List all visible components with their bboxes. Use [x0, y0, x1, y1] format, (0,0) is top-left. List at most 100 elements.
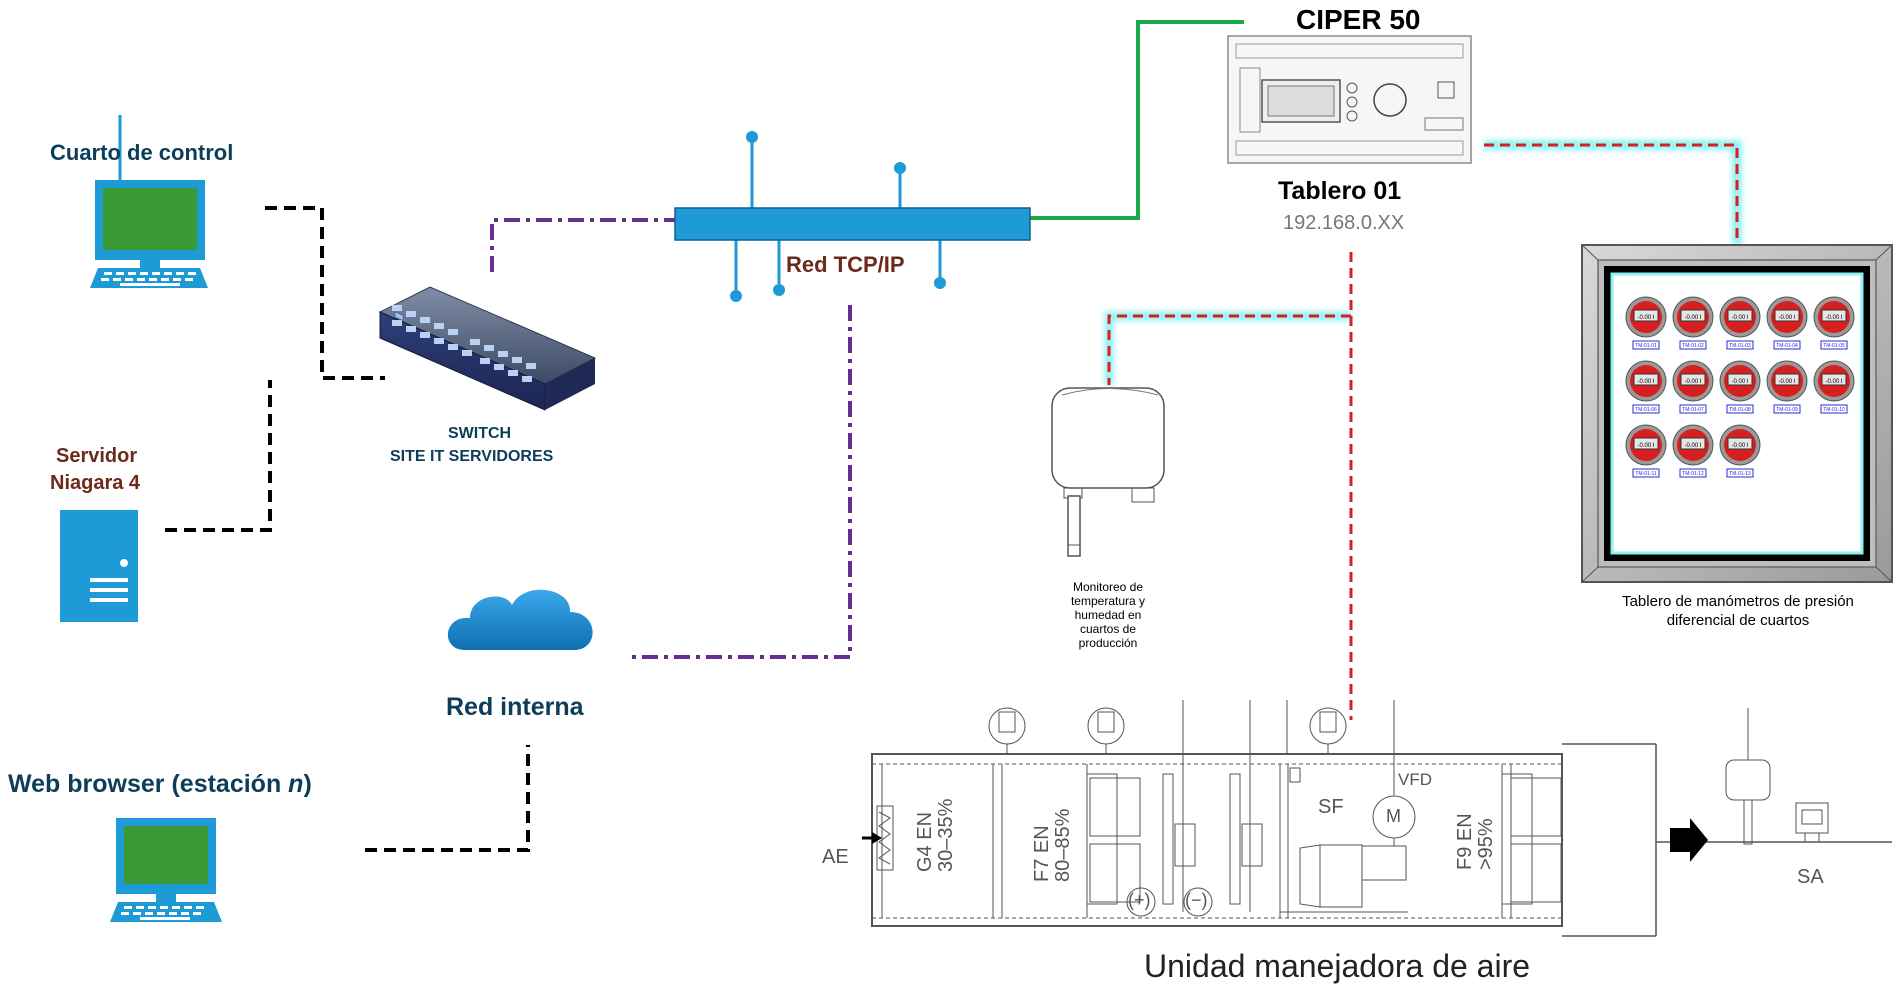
filter-f7-line2: 80–85%	[1052, 808, 1074, 882]
pressure-gauge: -0.00 I TM-01-07	[1672, 360, 1714, 414]
connection-lines	[165, 20, 1742, 852]
ahu-vfd-label: VFD	[1398, 770, 1432, 789]
gauge-value: -0.00 I	[1778, 379, 1795, 385]
gauge-tag: TM-01-10	[1823, 407, 1845, 413]
airflow-arrows	[862, 818, 1708, 862]
pressure-gauge: -0.00 I TM-01-11	[1625, 424, 1667, 478]
tcp-ip-bus	[674, 131, 1031, 302]
filter-g4-line1: G4 EN	[914, 811, 936, 872]
sensor-caption-line: Monitoreo de	[1072, 580, 1144, 594]
pressure-gauge: -0.00 I TM-01-12	[1672, 424, 1714, 478]
gauge-value: -0.00 I	[1731, 379, 1748, 385]
web-browser-label-prefix: Web browser (estación	[8, 770, 289, 798]
gauge-tag: TM-01-07	[1682, 407, 1704, 413]
gauge-value: -0.00 I	[1637, 315, 1654, 321]
sensor-caption-line: temperatura y	[1070, 594, 1146, 608]
ahu-inlet-label: AE	[822, 846, 849, 868]
sensor-caption: Monitoreo de temperatura y humedad en cu…	[1050, 580, 1166, 650]
link-browser-internal-network	[365, 745, 530, 852]
server-label-line2: Niagara 4	[50, 472, 141, 494]
control-room-computer	[90, 115, 208, 288]
pressure-gauge: -0.00 I TM-01-02	[1672, 296, 1714, 350]
pressure-gauge: -0.00 I TM-01-09	[1766, 360, 1808, 414]
control-room-label: Cuarto de control	[50, 140, 234, 165]
gauge-value: -0.00 I	[1731, 315, 1748, 321]
duct-sensor-1	[988, 707, 1026, 754]
air-handling-unit	[871, 700, 1892, 937]
web-browser-label-n: n	[288, 770, 304, 798]
pressure-gauge: -0.00 I TM-01-01	[1625, 296, 1667, 350]
filter-f7-line1: F7 EN	[1031, 825, 1053, 882]
web-browser-label-suffix: )	[303, 770, 312, 798]
link-tcp-bus-controller	[1030, 20, 1244, 220]
gauge-tag: TM-01-09	[1776, 407, 1798, 413]
ahu-title: Unidad manejadora de aire	[1144, 948, 1531, 984]
filter-g4-label: G4 EN 30–35%	[914, 798, 957, 872]
link-control-room-switch	[265, 206, 385, 380]
pressure-gauge: -0.00 I TM-01-10	[1813, 360, 1855, 414]
gauge-value: -0.00 I	[1637, 379, 1654, 385]
panel-ip-label: 192.168.0.XX	[1283, 212, 1405, 234]
pressure-gauge: -0.00 I TM-01-05	[1813, 296, 1855, 350]
gauge-value: -0.00 I	[1684, 443, 1701, 449]
gauge-panel: -0.00 I TM-01-01 -0.00 I TM-01-02 -0.00 I TM-…	[1581, 244, 1893, 583]
gauge-tag: TM-01-11	[1635, 471, 1657, 477]
switch-label-line1: SWITCH	[448, 425, 512, 442]
sensor-caption-line: producción	[1078, 636, 1138, 650]
gauge-tag: TM-01-06	[1635, 407, 1657, 413]
pressure-gauge: -0.00 I TM-01-06	[1625, 360, 1667, 414]
internal-network-label: Red interna	[446, 693, 584, 721]
switch-label-line2: SITE IT SERVIDORES	[390, 448, 554, 465]
sensor-caption-line: humedad en	[1074, 608, 1142, 622]
gauge-value: -0.00 I	[1684, 379, 1701, 385]
duct-sensor-3	[1309, 707, 1347, 754]
gauge-panel-caption-line1: Tablero de manómetros de presión	[1622, 593, 1854, 610]
duct-sensor-2	[1087, 707, 1125, 754]
cloud-icon	[447, 589, 593, 650]
pressure-gauge: -0.00 I TM-01-03	[1719, 296, 1761, 350]
link-switch-tcp-bus	[490, 218, 675, 272]
ciper-controller	[1227, 35, 1472, 164]
gauge-value: -0.00 I	[1731, 443, 1748, 449]
link-server-switch	[165, 380, 272, 532]
pressure-gauge: -0.00 I TM-01-08	[1719, 360, 1761, 414]
link-tcp-bus-internal-network	[632, 305, 852, 659]
server-label-line1: Servidor	[56, 445, 138, 467]
gauge-tag: TM-01-08	[1729, 407, 1751, 413]
gauge-value: -0.00 I	[1684, 315, 1701, 321]
controller-model-label: CIPER 50	[1296, 4, 1421, 35]
gauge-value: -0.00 I	[1778, 315, 1795, 321]
gauge-value: -0.00 I	[1637, 443, 1654, 449]
server-tower	[60, 510, 138, 622]
gauge-panel-caption: Tablero de manómetros de presión diferen…	[1578, 592, 1898, 630]
temp-humidity-sensor	[1051, 387, 1165, 557]
filter-f7-label: F7 EN 80–85%	[1031, 808, 1074, 882]
filter-g4-line2: 30–35%	[935, 798, 957, 872]
pressure-gauge: -0.00 I TM-01-04	[1766, 296, 1808, 350]
gauge-tag: TM-01-04	[1776, 343, 1798, 349]
gauge-panel-caption-line2: diferencial de cuartos	[1666, 612, 1810, 629]
gauge-tag: TM-01-05	[1823, 343, 1845, 349]
signal-wires	[1104, 140, 1742, 720]
pressure-gauge: -0.00 I TM-01-13	[1719, 424, 1761, 478]
gauge-tag: TM-01-13	[1729, 471, 1751, 477]
gauge-value: -0.00 I	[1825, 379, 1842, 385]
network-switch	[378, 286, 597, 411]
gauge-tag: TM-01-03	[1729, 343, 1751, 349]
ahu-fan-label: SF	[1318, 796, 1344, 818]
ahu-motor-label: M	[1386, 806, 1401, 826]
tcp-network-label: Red TCP/IP	[786, 252, 905, 277]
gauge-tag: TM-01-01	[1635, 343, 1657, 349]
coil-minus-label: (−)	[1185, 890, 1208, 910]
sensor-caption-line: cuartos de	[1079, 622, 1137, 636]
gauge-value: -0.00 I	[1825, 315, 1842, 321]
gauge-tag: TM-01-02	[1682, 343, 1704, 349]
filter-f9-line1: F9 EN	[1454, 813, 1476, 870]
web-browser-label: Web browser (estación n)	[8, 770, 312, 799]
ahu-outlet-label: SA	[1797, 866, 1824, 888]
coil-plus-label: (+)	[1128, 890, 1151, 910]
panel-name-label: Tablero 01	[1278, 177, 1402, 205]
web-browser-computer	[110, 818, 222, 922]
gauge-tag: TM-01-12	[1682, 471, 1704, 477]
